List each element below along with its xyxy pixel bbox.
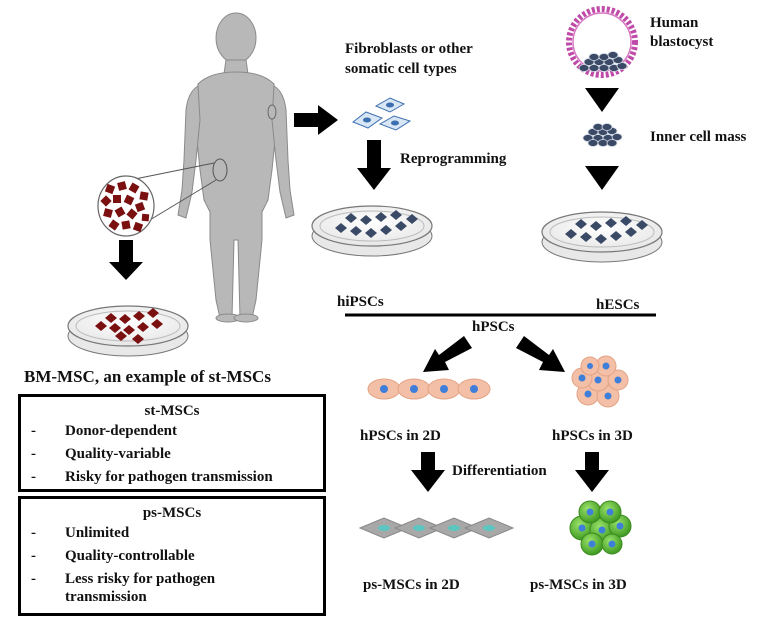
st-mscs-item: -Risky for pathogen transmission [31, 469, 273, 485]
label-inner-cell-mass: Inner cell mass [650, 129, 747, 145]
st-mscs-item: -Donor-dependent [31, 423, 177, 439]
label-ps-mscs-in-2d: ps-MSCs in 2D [363, 577, 460, 593]
inner-cell-mass [582, 123, 623, 147]
label-bm-msc: BM-MSC, an example of st-MSCs [24, 367, 271, 386]
ps-mscs-item: -Quality-controllable [31, 548, 195, 564]
hip-bone-marker [212, 158, 228, 182]
label-hipscs: hiPSCs [337, 294, 384, 310]
petri-dish-hescs [541, 211, 663, 263]
label-ps-mscs-in-3d: ps-MSCs in 3D [530, 577, 627, 593]
arrow-body-to-fibroblasts [294, 105, 338, 135]
label-blastocyst: blastocyst [650, 34, 714, 50]
bone-marrow-cells [97, 175, 155, 237]
hpscs-2d-cells [367, 378, 491, 400]
arrow-2d-differentiation [411, 452, 445, 492]
petri-dish-bm-msc [67, 305, 189, 357]
label-reprogramming: Reprogramming [400, 151, 507, 167]
ps-mscs-item: -Less risky for pathogen transmission [31, 571, 216, 605]
arrow-icm-to-hesc-dish [585, 166, 619, 190]
arrow-reprogramming [357, 140, 391, 190]
ps-mscs-box: ps-MSCs -Unlimited -Quality-controllable… [18, 496, 326, 616]
label-hescs: hESCs [596, 297, 640, 313]
petri-dish-hipscs [311, 205, 433, 257]
st-mscs-box-title: st-MSCs [144, 403, 200, 419]
human-body-silhouette [177, 12, 295, 323]
label-fibroblasts: Fibroblasts or other [345, 41, 473, 57]
ps-mscs-2d-cells [358, 517, 515, 539]
ps-mscs-box-title: ps-MSCs [142, 505, 202, 521]
label-hpscs-in-3d: hPSCs in 3D [552, 428, 633, 444]
arrow-hpscs-to-2d [423, 336, 472, 372]
human-blastocyst [566, 6, 638, 78]
label-somatic-cell-types: somatic cell types [345, 61, 457, 77]
ps-mscs-3d-aggregate [569, 500, 632, 556]
arrow-hpscs-to-3d [516, 336, 565, 372]
arm-skin-marker [267, 104, 277, 120]
fibroblast-cells [351, 97, 412, 131]
hpscs-3d-aggregate [571, 355, 629, 408]
label-hpscs-in-2d: hPSCs in 2D [360, 428, 441, 444]
label-human: Human [650, 15, 699, 31]
arrow-3d-differentiation [575, 452, 609, 492]
label-hpscs: hPSCs [472, 319, 515, 335]
ps-mscs-item: -Unlimited [31, 525, 130, 541]
st-mscs-box: st-MSCs -Donor-dependent -Quality-variab… [18, 394, 326, 492]
label-differentiation: Differentiation [452, 463, 547, 479]
arrow-blastocyst-to-icm [585, 88, 619, 112]
st-mscs-item: -Quality-variable [31, 446, 171, 462]
arrow-marrow-to-dish [109, 240, 143, 280]
